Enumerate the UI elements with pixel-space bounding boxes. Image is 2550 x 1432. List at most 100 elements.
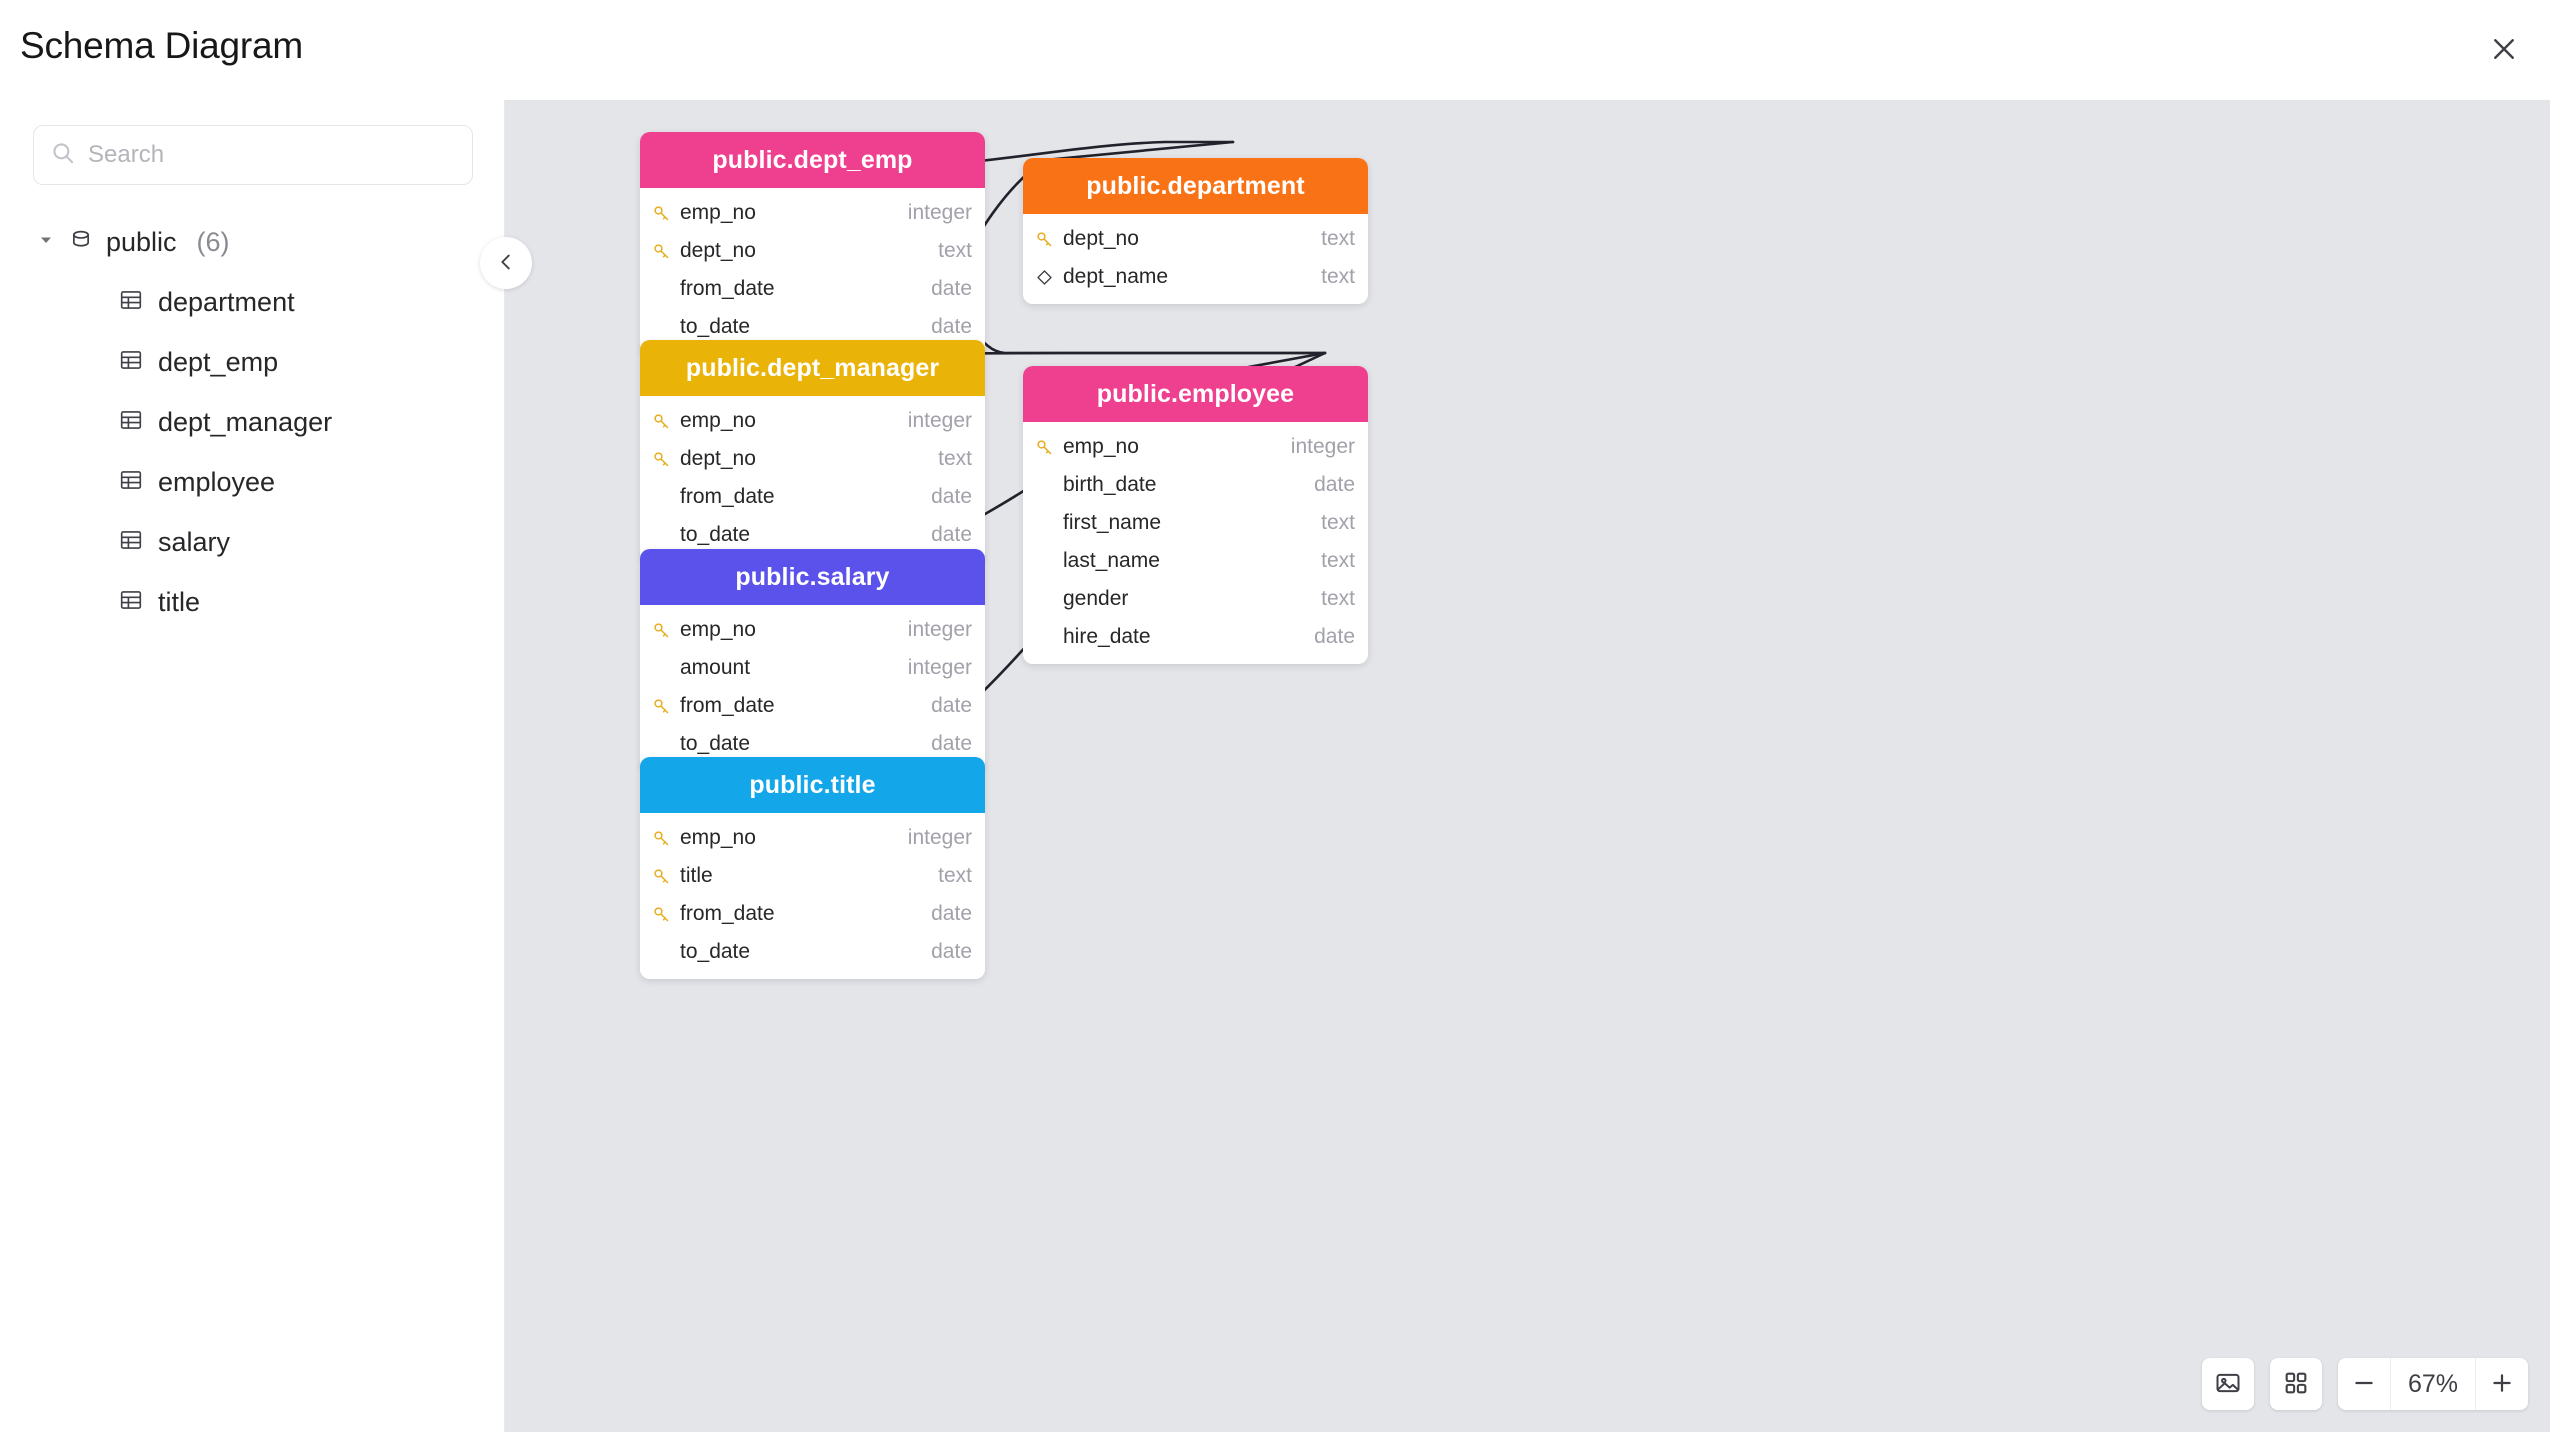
column-name: to_date [680, 523, 751, 546]
page-title: Schema Diagram [20, 25, 304, 66]
column-type: integer [907, 826, 972, 849]
column-name: emp_no [680, 618, 756, 641]
column-name: dept_no [680, 239, 756, 262]
column-name: dept_name [1063, 265, 1169, 288]
column-type: date [931, 694, 972, 717]
column-name: to_date [680, 940, 751, 963]
export-image-button[interactable] [2202, 1358, 2254, 1410]
chevron-down-icon[interactable] [36, 230, 56, 255]
close-button[interactable] [2478, 23, 2530, 75]
plus-icon [2488, 1369, 2516, 1400]
table-node-header[interactable]: public.title [640, 757, 985, 813]
column-name: from_date [680, 277, 775, 300]
image-icon [2214, 1369, 2242, 1400]
zoom-in-button[interactable] [2476, 1358, 2528, 1410]
column-type: integer [907, 201, 972, 224]
column-row[interactable]: dept_name text [1023, 258, 1368, 296]
tree-node-table-employee[interactable]: employee [0, 452, 505, 512]
table-node-title[interactable]: public.title emp_no integer title text from_d… [640, 757, 985, 979]
key-icon [652, 242, 680, 261]
search-icon [50, 140, 76, 171]
column-name: birth_date [1063, 473, 1157, 496]
key-icon [1035, 438, 1063, 457]
column-type: text [1321, 265, 1355, 288]
key-icon [1035, 230, 1063, 249]
column-type: date [931, 485, 972, 508]
column-name: from_date [680, 485, 775, 508]
column-type: text [938, 239, 972, 262]
column-row[interactable]: title text [640, 857, 985, 895]
column-type: integer [1290, 435, 1355, 458]
column-type: date [1314, 473, 1355, 496]
column-type: date [931, 940, 972, 963]
tree-node-table-dept_emp[interactable]: dept_emp [0, 332, 505, 392]
column-type: date [931, 277, 972, 300]
column-row[interactable]: from_date date [640, 478, 985, 516]
table-icon [118, 527, 144, 558]
column-name: last_name [1063, 549, 1160, 572]
zoom-level-label[interactable]: 67% [2390, 1358, 2476, 1410]
search-box[interactable] [33, 125, 473, 185]
tree-node-table-department[interactable]: department [0, 272, 505, 332]
column-row[interactable]: birth_date date [1023, 466, 1368, 504]
column-name: from_date [680, 902, 775, 925]
table-node-employee[interactable]: public.employee emp_no integer birth_date da… [1023, 366, 1368, 664]
tree-node-label: department [158, 287, 295, 317]
column-name: dept_no [680, 447, 756, 470]
auto-layout-button[interactable] [2270, 1358, 2322, 1410]
column-name: emp_no [1063, 435, 1139, 458]
column-row[interactable]: from_date date [640, 270, 985, 308]
column-row[interactable]: to_date date [640, 933, 985, 971]
search-input[interactable] [88, 126, 456, 184]
tree-node-table-salary[interactable]: salary [0, 512, 505, 572]
tree-node-schema-public[interactable]: public (6) [0, 212, 505, 272]
column-type: text [1321, 587, 1355, 610]
tree-node-table-dept_manager[interactable]: dept_manager [0, 392, 505, 452]
column-type: text [938, 864, 972, 887]
schema-table-count: (6) [196, 227, 230, 257]
sidebar-collapse-button[interactable] [480, 237, 532, 289]
column-row[interactable]: emp_no integer [1023, 428, 1368, 466]
table-node-header[interactable]: public.salary [640, 549, 985, 605]
column-name: emp_no [680, 826, 756, 849]
table-node-header[interactable]: public.dept_manager [640, 340, 985, 396]
column-type: integer [907, 656, 972, 679]
table-node-header[interactable]: public.dept_emp [640, 132, 985, 188]
key-icon [652, 905, 680, 924]
column-type: date [931, 523, 972, 546]
column-name: to_date [680, 315, 751, 338]
column-row[interactable]: dept_no text [640, 232, 985, 270]
key-icon [652, 204, 680, 223]
column-row[interactable]: emp_no integer [640, 819, 985, 857]
zoom-out-button[interactable] [2338, 1358, 2390, 1410]
table-node-header[interactable]: public.employee [1023, 366, 1368, 422]
tree-node-table-title[interactable]: title [0, 572, 505, 632]
column-name: emp_no [680, 409, 756, 432]
schema-name: public [106, 227, 177, 257]
table-node-header[interactable]: public.department [1023, 158, 1368, 214]
column-name: title [680, 864, 713, 887]
key-icon [652, 697, 680, 716]
